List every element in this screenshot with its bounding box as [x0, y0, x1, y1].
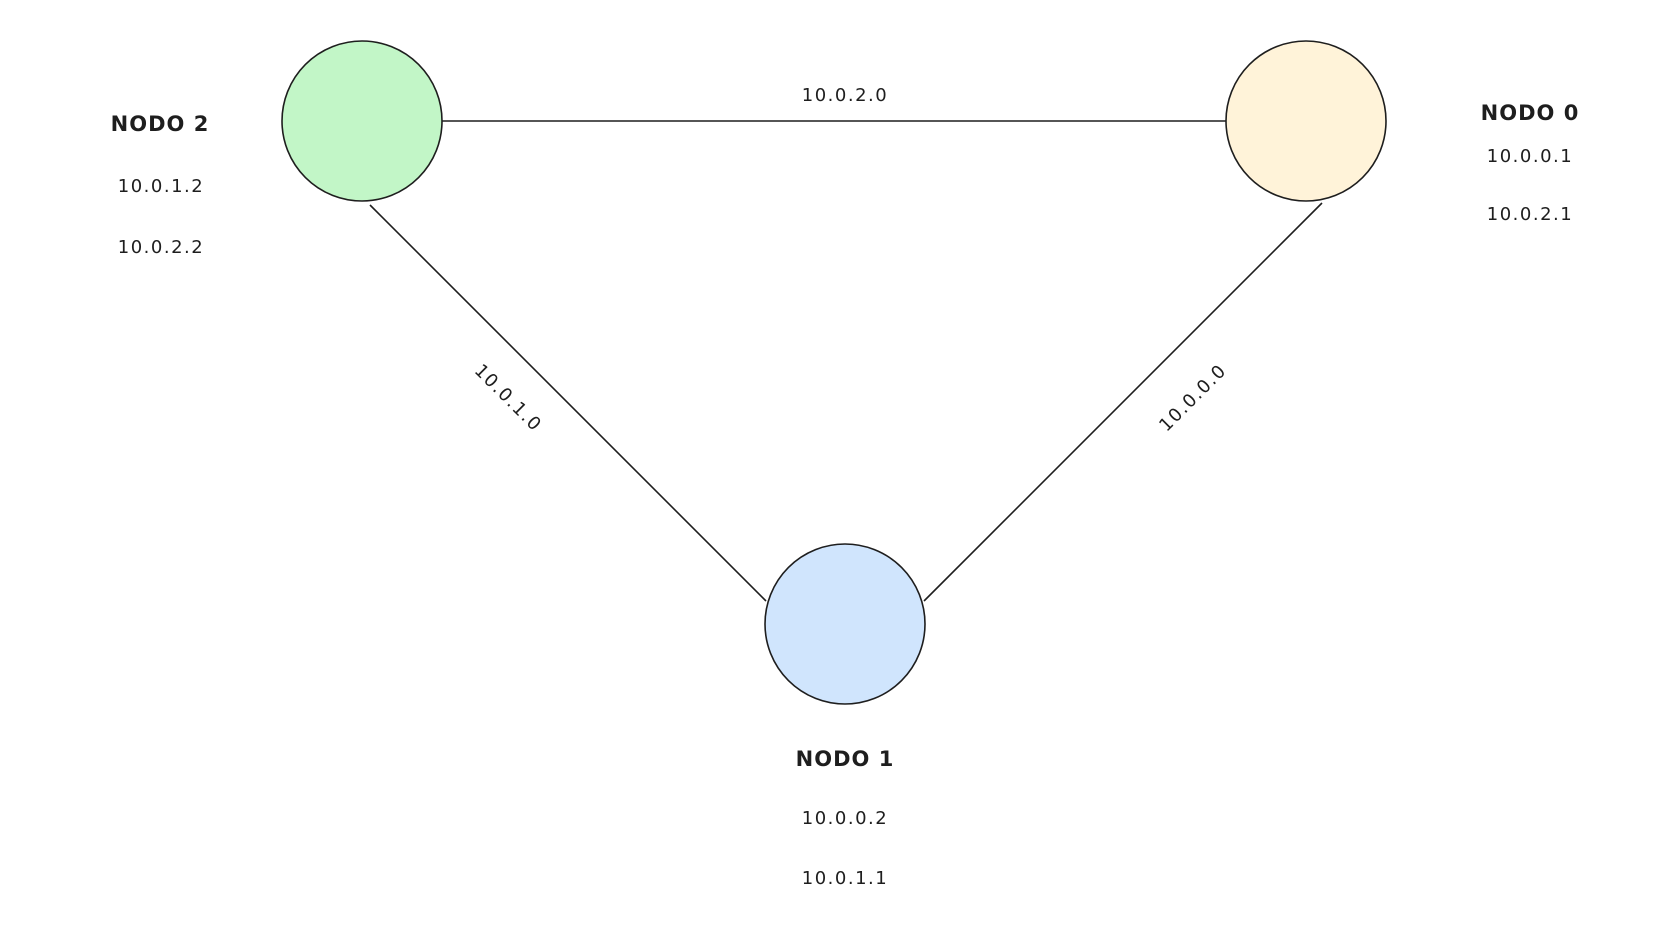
- node-0-circle: [1225, 40, 1387, 202]
- node-0-ip-1: 10.0.0.1: [1487, 146, 1573, 167]
- node-1-ip-1: 10.0.0.2: [802, 808, 888, 829]
- node-2-ip-2: 10.0.2.2: [118, 237, 204, 258]
- node-1-ip-2: 10.0.1.1: [802, 868, 888, 889]
- node-0-ip-2: 10.0.2.1: [1487, 204, 1573, 225]
- link-label-node2-node0: 10.0.2.0: [802, 85, 888, 106]
- node-2-title: NODO 2: [111, 112, 210, 136]
- node-1-circle: [764, 543, 926, 705]
- link-node0-node1: [923, 202, 1323, 602]
- node-2-circle: [281, 40, 443, 202]
- link-node2-node1: [369, 204, 767, 602]
- link-label-node0-node1: 10.0.0.0: [1155, 360, 1231, 436]
- node-0-title: NODO 0: [1481, 101, 1580, 125]
- node-2-ip-1: 10.0.1.2: [118, 176, 204, 197]
- node-1-title: NODO 1: [796, 747, 895, 771]
- link-label-node2-node1: 10.0.1.0: [470, 360, 546, 436]
